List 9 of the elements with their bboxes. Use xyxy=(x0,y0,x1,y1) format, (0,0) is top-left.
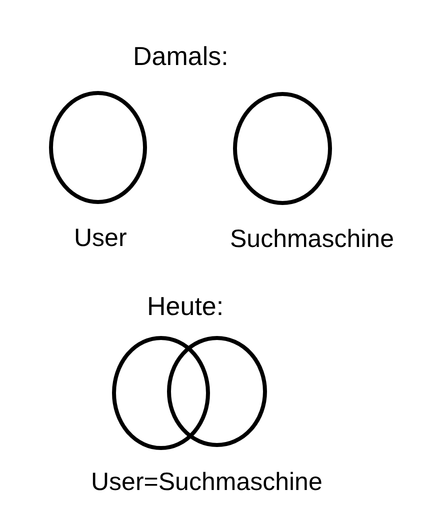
caption-text: Suchmaschine xyxy=(230,225,394,254)
caption-text: User=Suchmaschine xyxy=(91,468,322,497)
venn-circle xyxy=(112,336,210,450)
circle xyxy=(233,92,332,205)
caption-text: User xyxy=(74,224,127,253)
section-heading: Damals: xyxy=(133,42,228,72)
section-heading: Heute: xyxy=(147,292,224,322)
venn-circle xyxy=(167,336,267,447)
circle xyxy=(49,91,147,204)
